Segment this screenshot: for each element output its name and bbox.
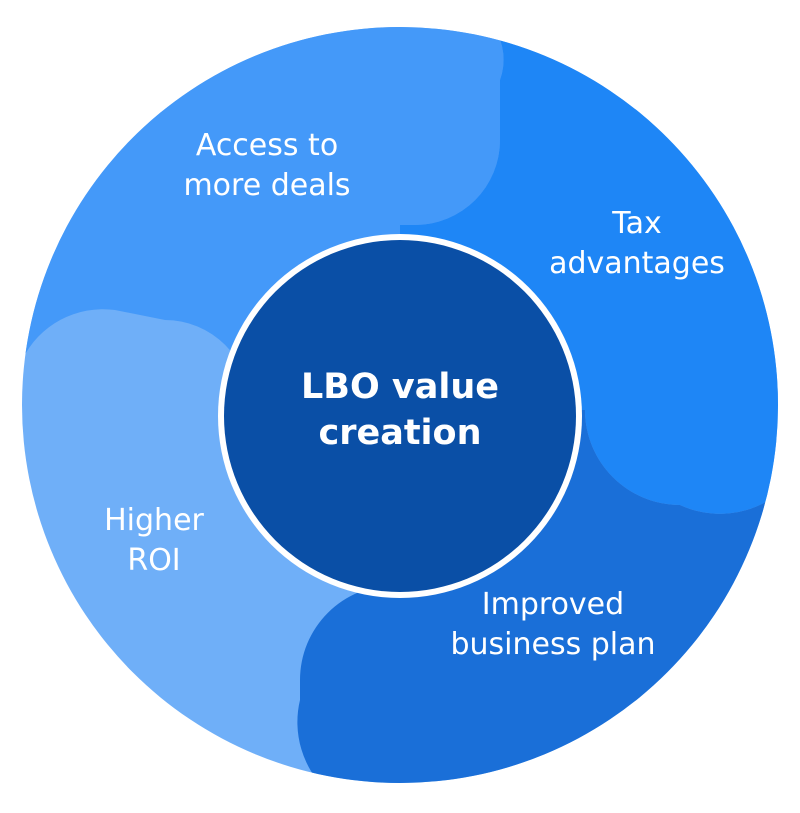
center-title-line2: creation (318, 413, 482, 453)
label-access-to-more-deals: Access to more deals (183, 126, 350, 206)
label-roi-line1: Higher (104, 503, 204, 538)
label-improved-business-plan: Improved business plan (450, 585, 655, 665)
label-improved-line2: business plan (450, 627, 656, 662)
label-roi-line2: ROI (127, 543, 181, 578)
center-title: LBO value creation (301, 364, 499, 456)
label-tax-advantages: Tax advantages (549, 204, 725, 284)
label-tax-line1: Tax (612, 206, 662, 241)
center-title-line1: LBO value (300, 367, 500, 407)
label-access-line1: Access to (195, 128, 339, 163)
label-tax-line2: advantages (549, 246, 725, 281)
label-access-line2: more deals (183, 168, 351, 203)
center-circle-fill (224, 240, 576, 592)
label-improved-line1: Improved (481, 587, 625, 622)
label-higher-roi: Higher ROI (104, 501, 204, 581)
